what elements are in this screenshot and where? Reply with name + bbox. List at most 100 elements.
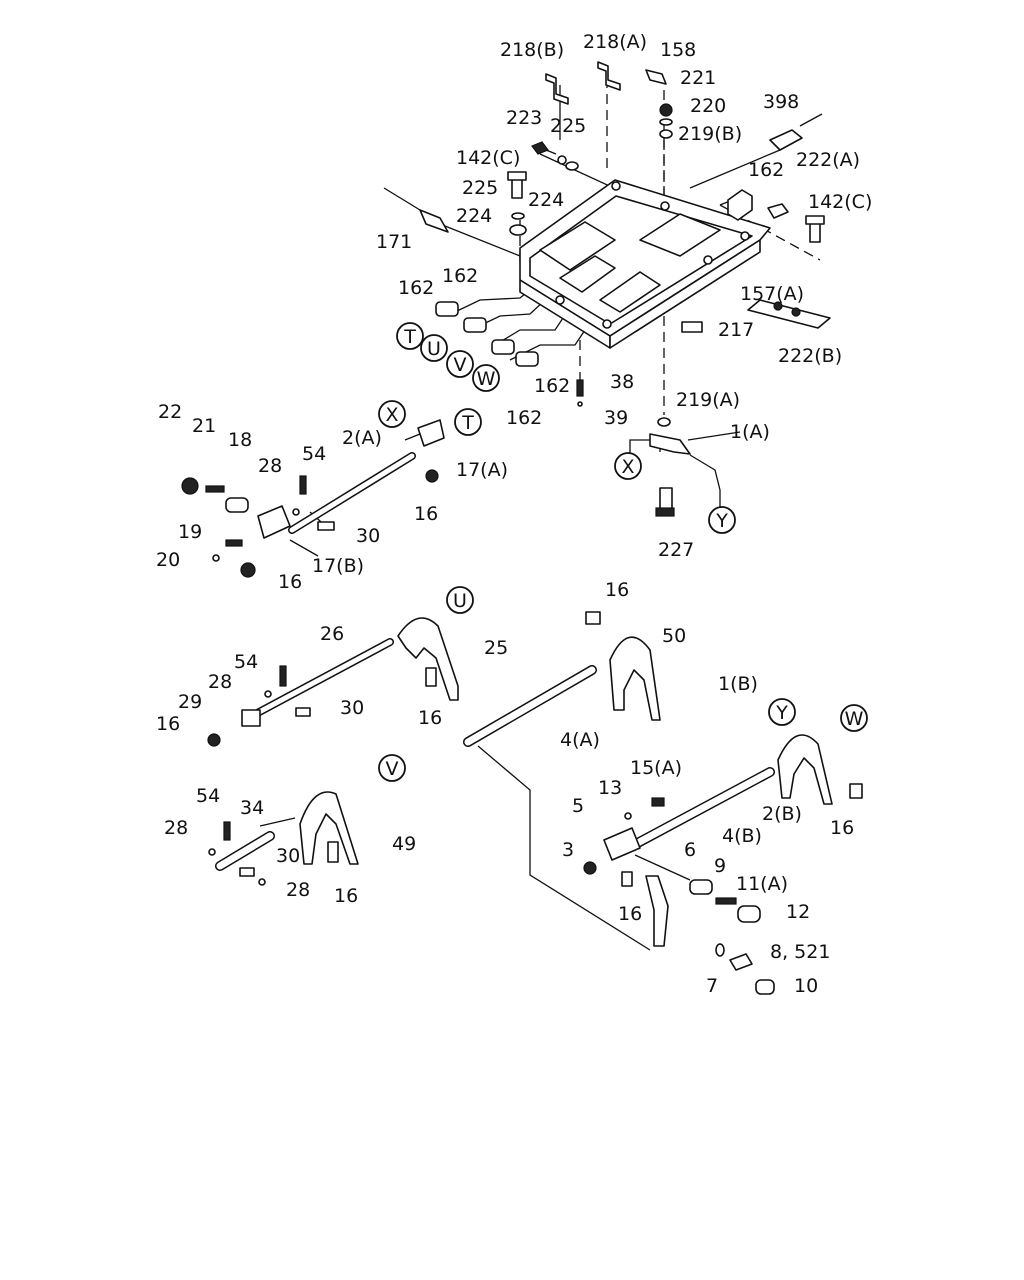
bolt-16-29 bbox=[207, 733, 221, 747]
svg-text:Y: Y bbox=[775, 702, 788, 724]
label-4b: 4(B) bbox=[722, 825, 762, 847]
spring-11a bbox=[715, 897, 737, 905]
ref-marker-x-shaft: X bbox=[378, 400, 406, 428]
pin-30b bbox=[295, 707, 311, 717]
plug-10 bbox=[755, 979, 775, 995]
svg-text:W: W bbox=[477, 368, 496, 390]
top-small-parts bbox=[383, 61, 831, 517]
label-16-a: 16 bbox=[414, 503, 438, 525]
svg-text:V: V bbox=[386, 758, 399, 780]
label-30-c: 30 bbox=[276, 845, 300, 867]
spring-54c bbox=[223, 821, 231, 841]
bolt-227 bbox=[659, 487, 673, 511]
nut-3 bbox=[583, 861, 597, 875]
washer-225 bbox=[557, 155, 567, 165]
svg-text:W: W bbox=[845, 708, 864, 730]
label-54-c: 54 bbox=[196, 785, 220, 807]
svg-text:Y: Y bbox=[715, 510, 728, 532]
switch-398 bbox=[769, 129, 803, 151]
shaft-34-group bbox=[208, 791, 359, 886]
part-number-labels: 218(B) 218(A) 158 221 220 219(B) 398 223… bbox=[156, 31, 872, 997]
shaft-2b-group bbox=[583, 734, 863, 995]
shaft-26-group bbox=[207, 617, 459, 747]
lever-1a bbox=[649, 433, 691, 455]
clip-7 bbox=[715, 943, 725, 957]
label-162-left: 162 bbox=[398, 277, 434, 299]
bolt-16-17a bbox=[425, 469, 439, 483]
label-218b: 218(B) bbox=[500, 39, 564, 61]
label-219a: 219(A) bbox=[676, 389, 740, 411]
label-54-b: 54 bbox=[234, 651, 258, 673]
spring-21 bbox=[205, 485, 225, 493]
svg-text:T: T bbox=[461, 412, 474, 434]
label-6: 6 bbox=[684, 839, 696, 861]
label-157a: 157(A) bbox=[740, 283, 804, 305]
svg-text:X: X bbox=[385, 404, 398, 426]
spring-54b bbox=[279, 665, 287, 687]
label-221: 221 bbox=[680, 67, 716, 89]
label-227: 227 bbox=[658, 539, 694, 561]
ref-marker-t-shaft: T bbox=[454, 408, 482, 436]
label-7: 7 bbox=[706, 975, 718, 997]
label-38: 38 bbox=[610, 371, 634, 393]
bolt-223 bbox=[531, 141, 549, 155]
ball-28 bbox=[292, 508, 300, 516]
label-12: 12 bbox=[786, 901, 810, 923]
spring-54 bbox=[299, 475, 307, 495]
label-19: 19 bbox=[178, 521, 202, 543]
ref-marker-y-lever: Y bbox=[708, 506, 736, 534]
plug-162-top bbox=[727, 189, 753, 221]
ref-marker-t-top: T bbox=[396, 322, 424, 350]
label-16-h: 16 bbox=[618, 903, 642, 925]
bolt-16-50 bbox=[585, 611, 601, 625]
label-220: 220 bbox=[690, 95, 726, 117]
bolt-16-49 bbox=[327, 841, 339, 863]
shaft-4a-group bbox=[463, 611, 661, 747]
ball-13 bbox=[624, 812, 632, 820]
switch-171 bbox=[419, 209, 449, 233]
ref-marker-u-top: U bbox=[420, 334, 448, 362]
plug-162a bbox=[435, 301, 459, 317]
ball-28d bbox=[258, 878, 266, 886]
plate-222b bbox=[747, 299, 831, 329]
plug-162c bbox=[491, 339, 515, 355]
label-28-c: 28 bbox=[164, 817, 188, 839]
bolt-217 bbox=[681, 321, 703, 333]
bracket-218a bbox=[597, 61, 621, 91]
ref-marker-w-fork: W bbox=[840, 704, 868, 732]
shift-cover-157a bbox=[519, 179, 771, 349]
bolt-16-5 bbox=[621, 871, 633, 887]
label-1b: 1(B) bbox=[718, 673, 758, 695]
ref-marker-x-lever: X bbox=[614, 452, 642, 480]
label-16-g: 16 bbox=[334, 885, 358, 907]
label-18: 18 bbox=[228, 429, 252, 451]
label-16-f: 16 bbox=[830, 817, 854, 839]
spring-38 bbox=[576, 379, 584, 397]
label-28-a: 28 bbox=[258, 455, 282, 477]
label-13: 13 bbox=[598, 777, 622, 799]
bushing-8 bbox=[729, 953, 753, 971]
washer-224 bbox=[565, 161, 579, 171]
ball-28c bbox=[208, 848, 216, 856]
label-142c-left: 142(C) bbox=[456, 147, 520, 169]
label-162-topright: 162 bbox=[748, 159, 784, 181]
bracket-218b bbox=[545, 73, 569, 105]
block-17a bbox=[417, 419, 445, 447]
fork-49 bbox=[299, 791, 359, 865]
svg-text:T: T bbox=[403, 326, 416, 348]
label-15a: 15(A) bbox=[630, 757, 682, 779]
pin-30 bbox=[317, 521, 335, 531]
label-219b: 219(B) bbox=[678, 123, 742, 145]
label-17a: 17(A) bbox=[456, 459, 508, 481]
label-4a: 4(A) bbox=[560, 729, 600, 751]
label-20: 20 bbox=[156, 549, 180, 571]
fork-25 bbox=[397, 617, 459, 701]
plug-162d bbox=[515, 351, 539, 367]
svg-text:V: V bbox=[454, 354, 467, 376]
bolt-16-1b bbox=[849, 783, 863, 799]
spring-19 bbox=[225, 539, 243, 547]
svg-text:U: U bbox=[427, 338, 441, 360]
shaft-2a-group bbox=[181, 419, 445, 578]
washer-219a bbox=[657, 417, 671, 427]
